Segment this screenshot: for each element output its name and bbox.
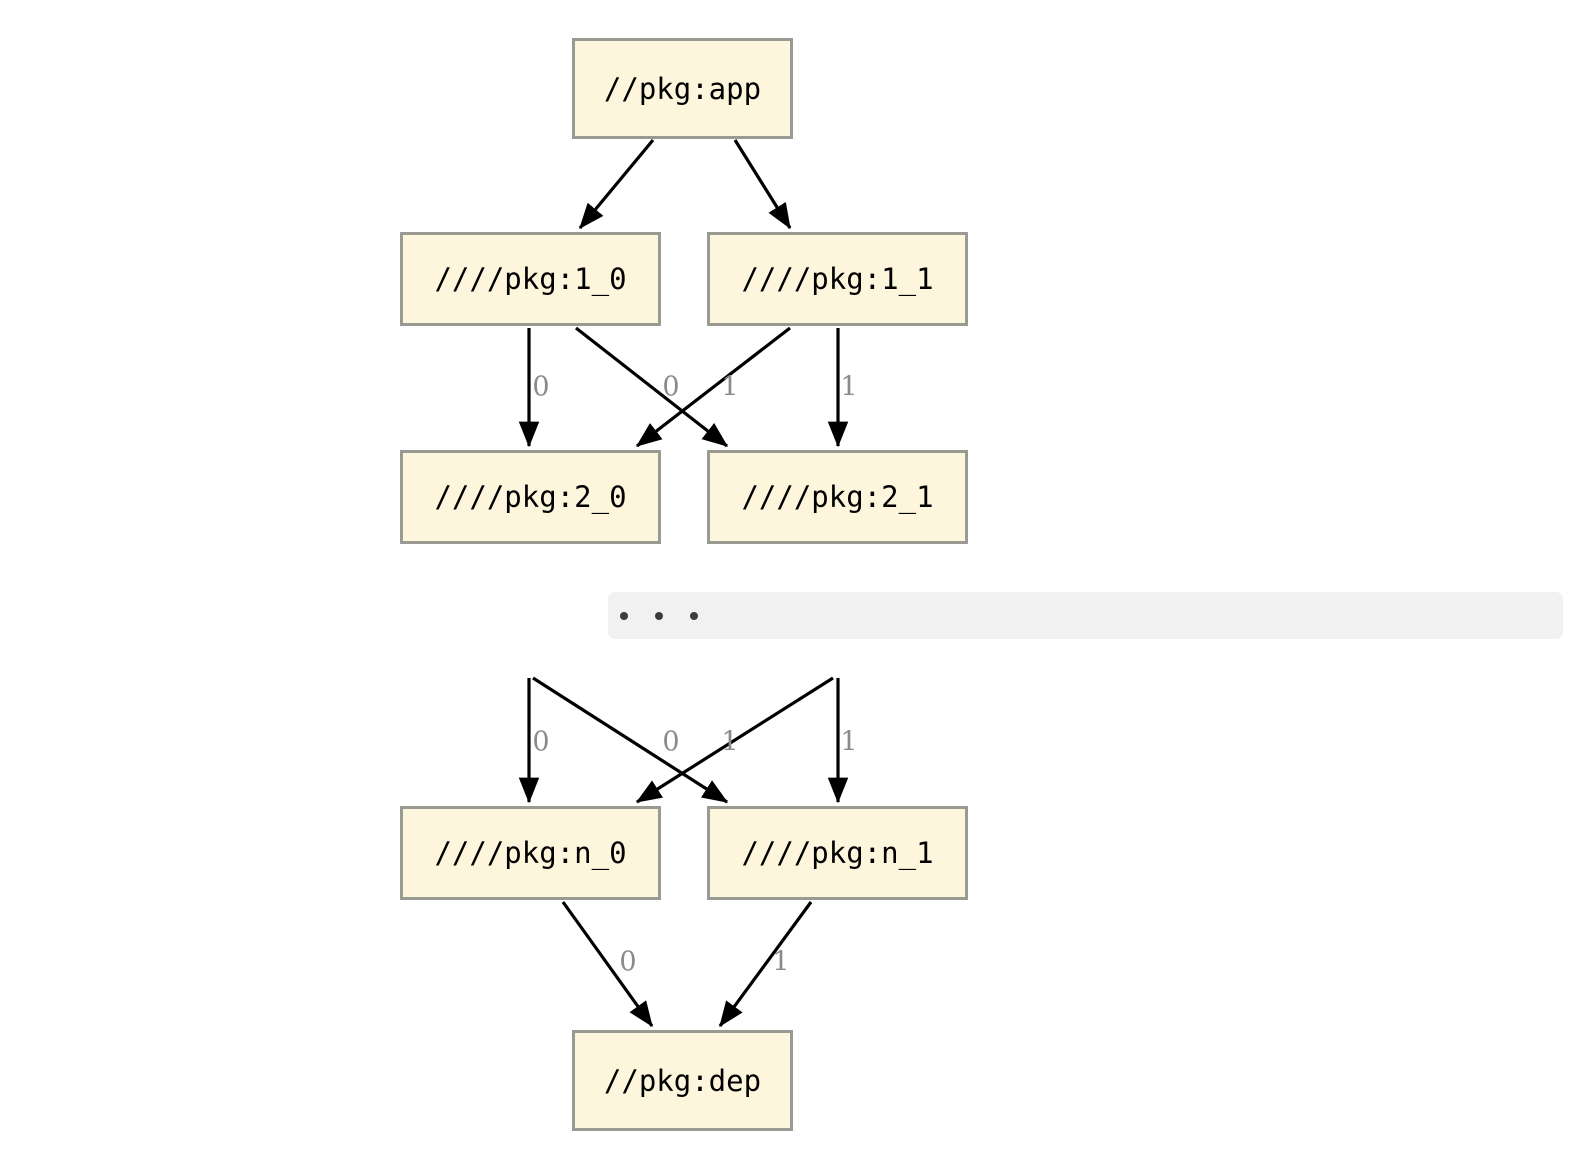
node-label: ////pkg:1_0 <box>434 262 627 296</box>
ellipsis-separator-band <box>608 592 1563 639</box>
edge-label: 0 <box>619 946 637 978</box>
node-label: ////pkg:2_1 <box>741 480 934 514</box>
node-label: ////pkg:2_0 <box>434 480 627 514</box>
e-1_0-2_1 <box>575 326 729 448</box>
node-dep[interactable]: //pkg:dep <box>572 1030 793 1131</box>
node-pkg-1-1[interactable]: ////pkg:1_1 <box>707 232 968 326</box>
edge-label: 1 <box>840 371 858 403</box>
e-n_0-dep <box>561 901 654 1028</box>
node-pkg-n-1[interactable]: ////pkg:n_1 <box>707 806 968 900</box>
node-label: ////pkg:n_1 <box>741 836 934 870</box>
node-label: //pkg:app <box>603 71 762 106</box>
edge-lines <box>518 138 849 1028</box>
e-1_1-2_0 <box>635 326 791 448</box>
e-app-1_1 <box>733 139 792 230</box>
ellipsis-dot-icon <box>690 611 698 620</box>
e-x-n_1 <box>532 676 729 804</box>
e-app-1_0 <box>578 138 655 230</box>
edge-label: 1 <box>772 946 790 978</box>
edge-label: 0 <box>662 726 680 758</box>
edge-label: 0 <box>662 371 680 403</box>
ellipsis-dot-icon <box>620 611 628 620</box>
edge-label: 1 <box>721 726 739 758</box>
edge-label: 1 <box>721 371 739 403</box>
e-n_1-dep <box>718 901 813 1028</box>
node-pkg-2-0[interactable]: ////pkg:2_0 <box>400 450 661 544</box>
ellipsis-dots <box>620 611 698 620</box>
edge-label: 0 <box>532 726 550 758</box>
node-app[interactable]: //pkg:app <box>572 38 793 139</box>
edge-label: 0 <box>532 371 550 403</box>
edge-label: 1 <box>840 726 858 758</box>
ellipsis-dot-icon <box>655 611 663 620</box>
node-label: ////pkg:1_1 <box>741 262 934 296</box>
node-label: ////pkg:n_0 <box>434 836 627 870</box>
node-pkg-n-0[interactable]: ////pkg:n_0 <box>400 806 661 900</box>
node-pkg-2-1[interactable]: ////pkg:2_1 <box>707 450 968 544</box>
e-y-n_0 <box>635 676 834 804</box>
node-label: //pkg:dep <box>603 1063 762 1098</box>
node-pkg-1-0[interactable]: ////pkg:1_0 <box>400 232 661 326</box>
